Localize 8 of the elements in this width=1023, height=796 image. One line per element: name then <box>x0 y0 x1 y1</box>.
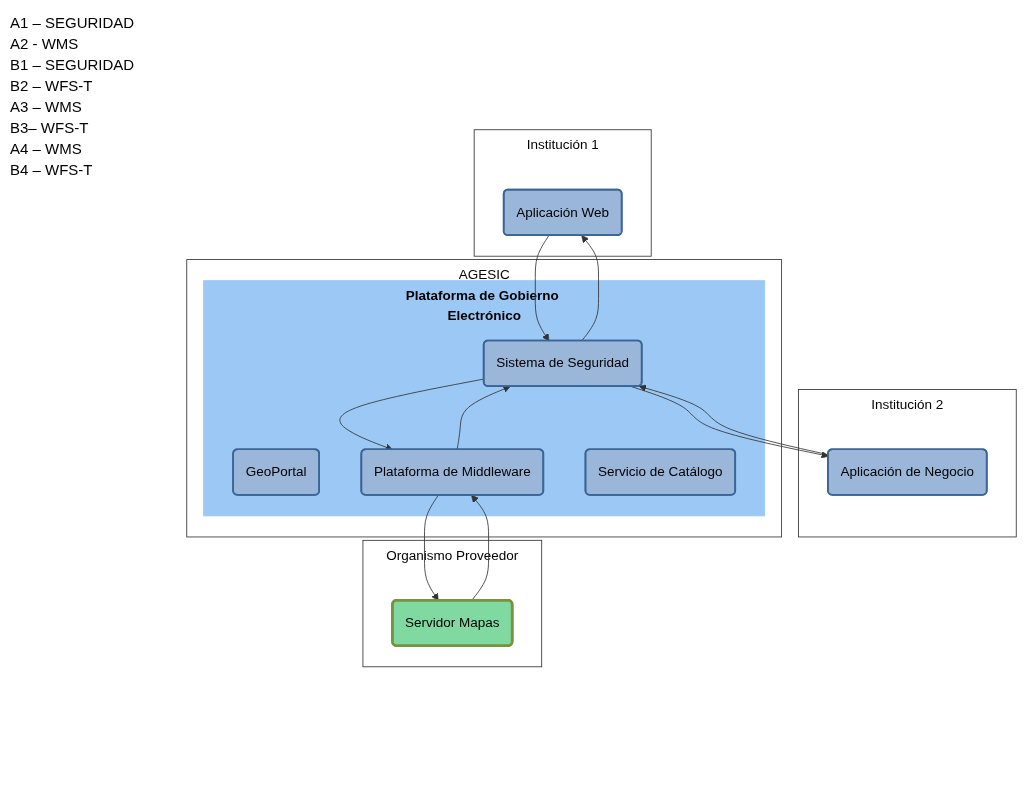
protocol-label: B4 – WFS-T <box>10 161 94 178</box>
protocol-label: A2 - WMS <box>10 35 80 52</box>
protocol-label: B3– WFS-T <box>10 119 90 136</box>
protocol-label: A3 – WMS <box>10 98 83 115</box>
protocol-label: A1 – SEGURIDAD <box>10 14 136 31</box>
protocol-label: A4 – WMS <box>10 140 83 157</box>
protocol-label: B2 – WFS-T <box>10 77 94 94</box>
protocol-label: B1 – SEGURIDAD <box>10 56 136 73</box>
